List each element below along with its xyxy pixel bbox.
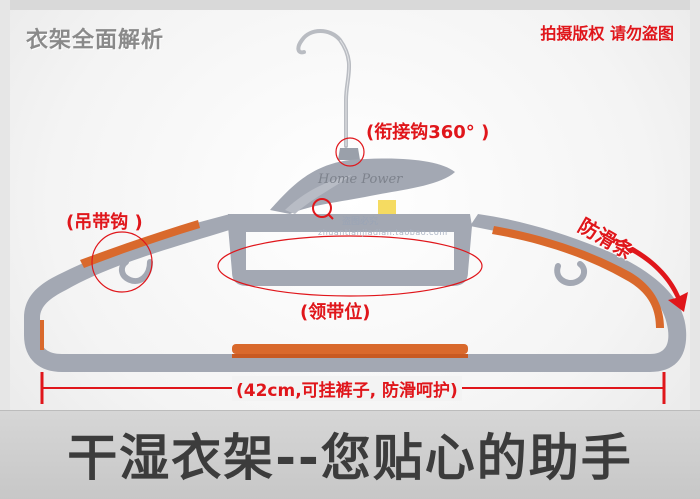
- frame-right: [690, 0, 700, 499]
- hanger-frame: [24, 214, 687, 372]
- page-title: 衣架全面解析: [26, 28, 165, 53]
- slogan-band: [0, 410, 700, 499]
- tie-bar: [228, 214, 472, 286]
- size-label: (42cm,可挂裤子, 防滑呵护): [232, 376, 462, 401]
- brand-logo: Home Power: [318, 172, 403, 187]
- frame-top: [0, 0, 700, 10]
- frame-left: [0, 0, 10, 499]
- swivel-base: [338, 148, 360, 160]
- metal-hook: [296, 29, 352, 148]
- hook-label: (衔接钩360° ): [366, 122, 490, 143]
- watermark-url: zhuantianjiadian.taobao.com: [318, 228, 448, 237]
- slip-strip-left: [80, 220, 200, 268]
- q-logo-icon: [312, 198, 396, 220]
- slogan: 干湿衣架--您贴心的助手: [67, 429, 633, 487]
- slip-strip-left-vertical: [40, 320, 44, 350]
- hook-callout-circle: [335, 137, 365, 167]
- strap-callout-circle: [91, 231, 153, 293]
- strap-hook-left: [118, 259, 153, 284]
- strap-hook-right: [554, 261, 588, 286]
- curved-arrow-icon: [600, 232, 688, 312]
- watermark-cn: 盗图必究: [342, 217, 379, 227]
- slip-strip-right: [492, 226, 664, 328]
- slip-strip-bottom: [232, 344, 468, 354]
- collar-callout-ellipse: [217, 235, 483, 297]
- strap-hook-label: (吊带钩 ): [66, 212, 143, 233]
- copyright-notice: 拍摄版权 请勿盗图: [540, 24, 674, 43]
- collar-label: (领带位): [300, 302, 371, 323]
